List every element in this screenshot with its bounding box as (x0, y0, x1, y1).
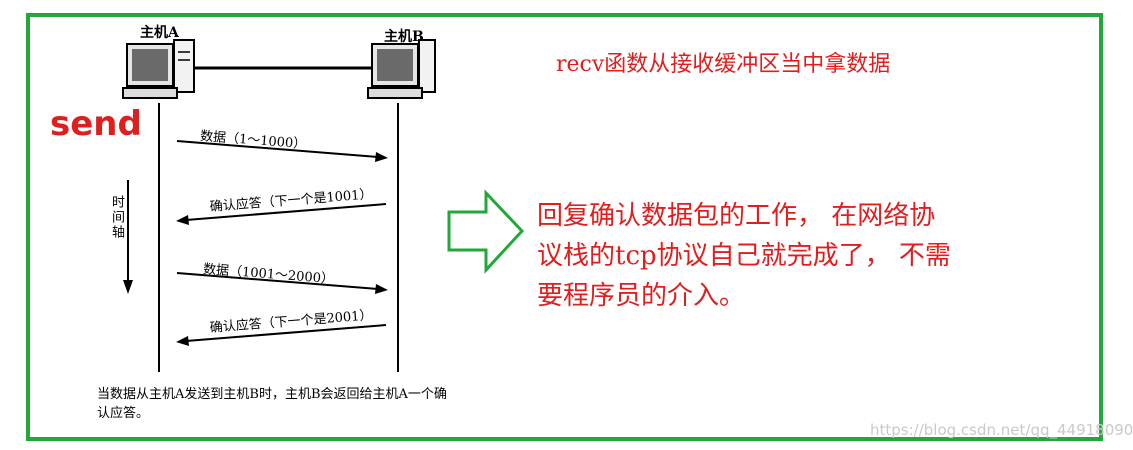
time-axis-label: 时间轴 (109, 195, 124, 240)
green-right-arrow-icon (447, 189, 525, 274)
ack-annotation-note: 回复确认数据包的工作， 在网络协议栈的tcp协议自己就完成了， 不需要程序员的介… (537, 201, 951, 311)
host-b-label: 主机B (384, 29, 424, 45)
send-label: send (50, 104, 142, 144)
green-border-frame (26, 13, 1103, 441)
message-arrow-1 (176, 140, 388, 162)
message-arrow-4 (176, 324, 387, 346)
computer-b-icon (367, 39, 436, 99)
host-a-label: 主机A (140, 25, 179, 41)
computer-a-icon (122, 39, 195, 99)
diagram-caption: 当数据从主机A发送到主机B时，主机B会返回给主机A一个确认应答。 (97, 387, 447, 421)
time-axis-arrow (123, 180, 133, 294)
message-arrow-3 (176, 272, 388, 294)
watermark-text: https://blog.csdn.net/qq_44918090 (870, 421, 1133, 439)
message-arrow-2 (176, 203, 387, 225)
recv-annotation-title: recv函数从接收缓冲区当中拿数据 (556, 52, 891, 77)
